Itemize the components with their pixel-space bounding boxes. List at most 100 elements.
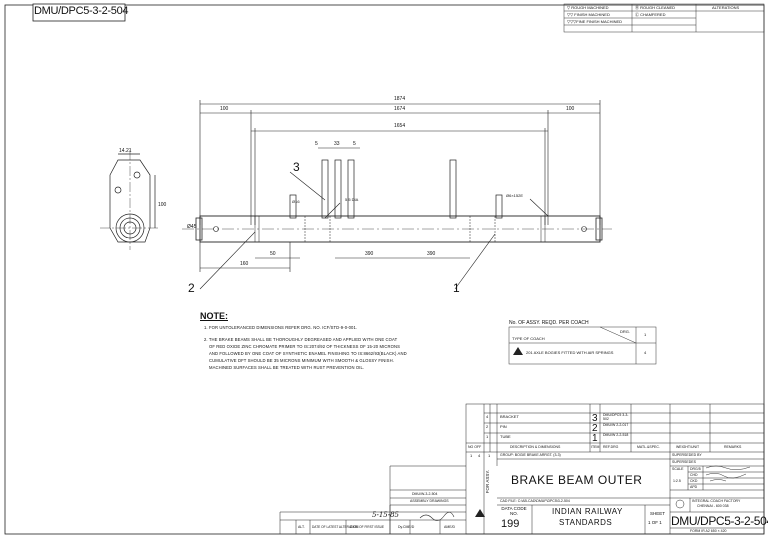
assembly-label: ASSEMBLY DRAWINGS — [410, 499, 449, 503]
legend-rough-machined: ▽ ROUGH MACHINED — [567, 5, 609, 10]
rev-date-first: DATE OF FIRST ISSUE — [350, 525, 385, 529]
note-1: 1. FOR UNTOLERANCED DIMENSIONS REFER DRG… — [204, 325, 358, 330]
legend-finish-machined: ▽▽ FINISH MACHINED — [567, 12, 610, 17]
hdr-weight: WEIGHT/UNIT — [676, 445, 700, 449]
qty-col-hdr: DRG. — [620, 329, 630, 334]
superseded-by: SUPERSEDED BY — [672, 453, 702, 457]
for-assy-label: FOR ASSY. — [485, 470, 490, 494]
factory-1: INTEGRAL COACH FACTORY — [692, 499, 741, 503]
pin-callout: Ø6×152E — [506, 193, 524, 198]
leader-3 — [289, 171, 326, 201]
alterations-header: ALTERATIONS — [712, 5, 740, 10]
leader-2 — [199, 231, 256, 290]
sheet-value: 1 OF 1 — [648, 520, 662, 525]
qty-type-hdr: TYPE OF COACH — [512, 336, 545, 341]
warning-triangle-icon — [513, 347, 523, 355]
note-2e: MACHINED SURFACES SHALL BE TREATED WITH … — [209, 365, 365, 370]
hole-callout: 5.5 DIA — [345, 197, 359, 202]
dim-1874: 1874 — [394, 96, 406, 102]
callout-2: 2 — [188, 281, 195, 295]
dim-160: 160 — [240, 261, 249, 267]
side-view — [100, 150, 160, 250]
part-2-item: 2 — [592, 423, 598, 434]
dim-1654: 1654 — [394, 123, 406, 129]
drawing-number-top: DMU/DPC5-3-2-504 — [34, 5, 129, 17]
cad-file: CAD FILE: C:\AB-CAD\DMUF\DPC5\3-2-504 — [500, 499, 570, 503]
callout-1: 1 — [453, 281, 460, 295]
signature-mark — [419, 511, 455, 521]
qty-col-val: 1 — [644, 332, 647, 337]
note-2b: OF RED OXIDE ZINC CHROMATE PRIMER TO IS:… — [209, 344, 400, 349]
dim-50: 50 — [270, 251, 276, 257]
row-ckd: CKD — [690, 479, 698, 483]
rev-amme: AME/D — [444, 525, 456, 529]
group-v3: 1 — [488, 453, 491, 458]
org-line-2: STANDARDS — [559, 518, 613, 527]
supersedes: SUPERSEDES — [672, 460, 696, 464]
dim-390a: 390 — [365, 251, 374, 257]
part-1-no: 1 — [486, 434, 489, 439]
hdr-no-off: NO OFF — [468, 445, 482, 449]
drawing-number-box-top — [32, 3, 126, 22]
part-2-desc: PIN — [500, 424, 507, 429]
signature-checked — [705, 465, 751, 470]
part-3-item: 3 — [592, 413, 598, 424]
dim-33: 33 — [334, 141, 340, 147]
form-ref: FORM IR A2 650 × 420 — [690, 529, 727, 533]
legend-rough-cleaned: Ⓡ ROUGH CLEANED — [635, 5, 676, 10]
qty-title: No. OF ASSY. REQD. PER COACH — [509, 320, 589, 326]
legend-fine-finish: ▽▽▽FINE FINISH MACHINED — [567, 19, 623, 24]
qty-row-label: 201 AXLE BOGIES FITTED WITH AIR SPRINGS — [526, 350, 614, 355]
org-line-1: INDIAN RAILWAY — [552, 507, 623, 516]
main-view — [182, 100, 612, 290]
sheet-label: SHEET — [650, 511, 666, 516]
qty-table-frame — [508, 326, 657, 365]
assembly-ref: DMU/W-3-2-504 — [412, 492, 438, 496]
row-apd: APD — [690, 485, 698, 489]
signature-approved — [709, 479, 727, 482]
note-2d: CUMULATIVE DFT SHOULD BE 35 MICRONS MINI… — [209, 358, 394, 363]
data-code-label: DATA CODE NO. — [501, 506, 527, 516]
dim-d45: Ø45 — [187, 224, 197, 230]
brackets — [289, 159, 503, 219]
data-code-triangle-icon — [475, 509, 485, 517]
scale-label: SCALE — [672, 467, 684, 471]
dim-14-21: 14.21 — [119, 148, 132, 154]
scale-value: DRG/5 — [690, 467, 701, 471]
hdr-matl: MATL.&SPEC. — [637, 445, 660, 449]
dim-390b: 390 — [427, 251, 436, 257]
part-3-desc: BRACKET — [500, 414, 519, 419]
tube — [199, 215, 601, 243]
group-text: GROUP: BOGIE BRAKE ARRGT. (3-3) — [500, 453, 561, 457]
hdr-desc: DESCRIPTION & DIMENSIONS — [510, 445, 561, 449]
dim-5b: 5 — [353, 141, 356, 147]
signature-date: 5-15-85 — [372, 511, 399, 519]
note-2a: 2. THE BRAKE BEAMS SHALL BE THOROUGHLY D… — [204, 337, 398, 342]
dim-5a: 5 — [315, 141, 318, 147]
title-block-grid — [279, 403, 765, 535]
scale-nums: 1:2.5 — [673, 479, 681, 483]
dim-small: Ø16 — [292, 199, 300, 204]
part-1-desc: TUBE — [500, 434, 511, 439]
projection-symbol-icon — [675, 499, 685, 509]
rev-alt: ALT. — [298, 525, 305, 529]
notes-title: NOTE: — [200, 311, 228, 321]
drawing-number-bottom: DMU/DPC5-3-2-504 — [671, 514, 768, 528]
signature-checked-2 — [705, 473, 747, 479]
hdr-item: ITEM — [591, 445, 600, 449]
part-3-ref: DMU/DPC5 3-3-502 — [603, 413, 629, 421]
dim-1674: 1674 — [394, 106, 406, 112]
row-chd: CHD — [690, 473, 698, 477]
part-3-no: 4 — [486, 414, 489, 419]
hdr-remarks: REMARKS — [724, 445, 742, 449]
note-2c: AND FOLLOWED BY ONE COAT OF SYNTHETIC EN… — [209, 351, 407, 356]
group-v1: 1 — [470, 453, 473, 458]
qty-row-val: 4 — [644, 350, 647, 355]
hdr-ref: REF.DRG — [603, 445, 619, 449]
group-v2: 4 — [478, 453, 481, 458]
callout-3: 3 — [293, 160, 300, 174]
surface-legend — [563, 3, 765, 33]
dim-100: 100 — [158, 202, 167, 208]
rev-date: DATE OF LATEST ALTERATION — [312, 525, 359, 529]
